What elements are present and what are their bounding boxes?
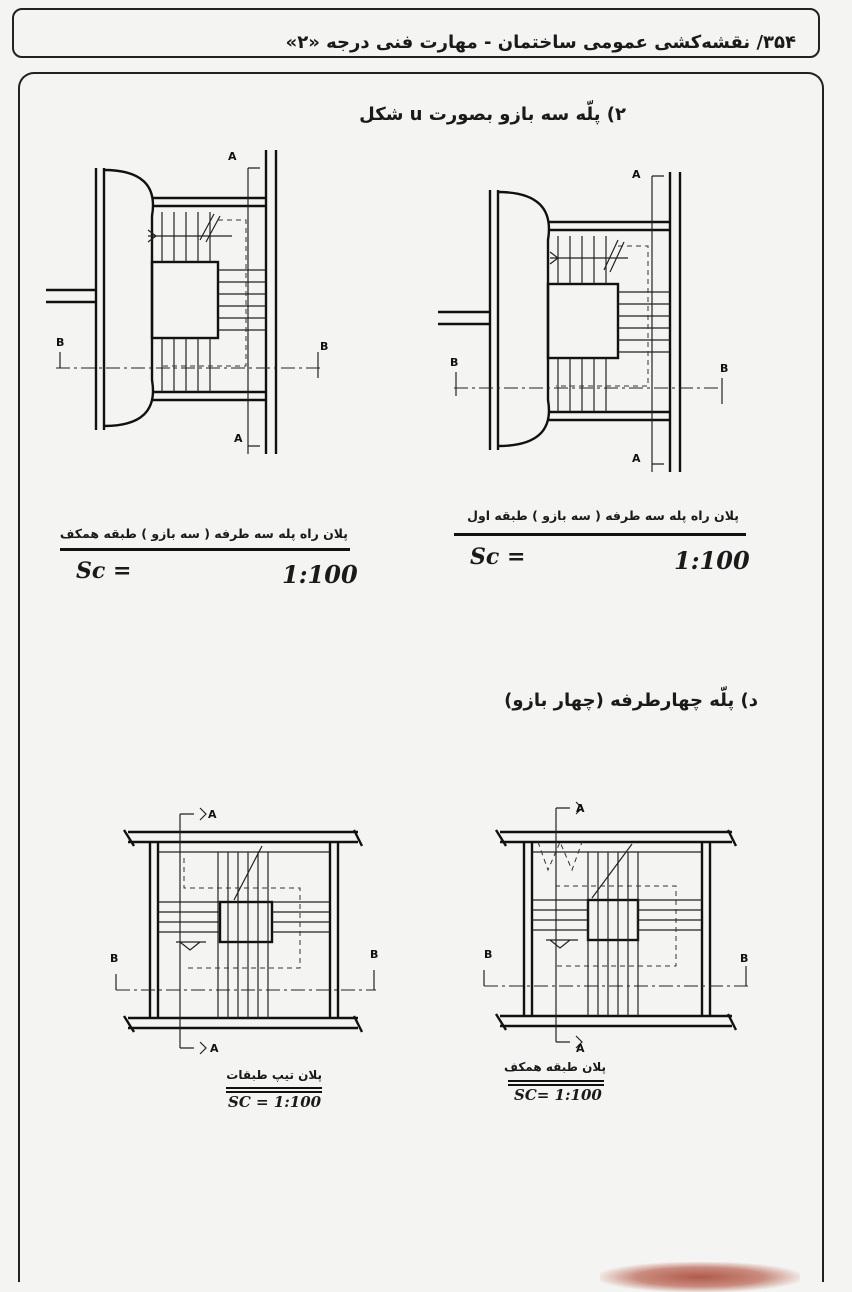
marker-a-top: A (576, 802, 585, 815)
caption-ground-floor: پلان طبقه همکف (504, 1060, 606, 1074)
caption-rule (226, 1091, 322, 1093)
caption-ground-three-flight: پلان راه پله سه طرفه ( سه بازو ) طبقه هم… (59, 526, 348, 541)
caption-rule (454, 533, 746, 536)
marker-a-bottom: A (234, 432, 243, 445)
header-title: ۳۵۴/ نقشه‌کشی عمومی ساختمان - مهارت فنی … (285, 32, 796, 53)
caption-first-three-flight: پلان راه پله سه طرفه ( سه بازو ) طبقه او… (467, 508, 739, 523)
marker-b-left: B (450, 356, 458, 369)
caption-typical-floors: پلان تیپ طبقات (226, 1068, 322, 1082)
scale-label: Sc = (470, 544, 526, 570)
marker-a-top: A (228, 150, 237, 163)
scale-typical-floors: SC = 1:100 (228, 1093, 322, 1111)
marker-b-left: B (110, 952, 118, 965)
page-header: ۳۵۴/ نقشه‌کشی عمومی ساختمان - مهارت فنی … (12, 8, 820, 58)
marker-b-right: B (740, 952, 748, 965)
caption-rule (226, 1087, 322, 1089)
section-title-u-stair: ۲) پلّه سه بازو بصورت u شکل (359, 104, 626, 125)
marker-b-right: B (720, 362, 728, 375)
marker-b-right: B (370, 948, 378, 961)
marker-a-top: A (632, 168, 641, 181)
marker-b-left: B (56, 336, 64, 349)
scale-label: Sc = (76, 558, 132, 584)
marker-a-bottom: A (210, 1042, 219, 1055)
caption-rule (60, 548, 350, 551)
content-frame (18, 72, 824, 1282)
scale-ground-floor: SC= 1:100 (514, 1086, 602, 1104)
marker-a-top: A (208, 808, 217, 821)
scale-value: 1:100 (282, 560, 358, 589)
marker-b-right: B (320, 340, 328, 353)
caption-rule (508, 1084, 604, 1086)
caption-rule (508, 1080, 604, 1082)
page-edge-shadow (600, 1262, 800, 1292)
marker-a-bottom: A (632, 452, 641, 465)
marker-b-left: B (484, 948, 492, 961)
marker-a-bottom: A (576, 1042, 585, 1055)
scale-value: 1:100 (674, 546, 750, 575)
section-title-four-flight: د) پلّه چهارطرفه (چهار بازو) (504, 690, 758, 711)
